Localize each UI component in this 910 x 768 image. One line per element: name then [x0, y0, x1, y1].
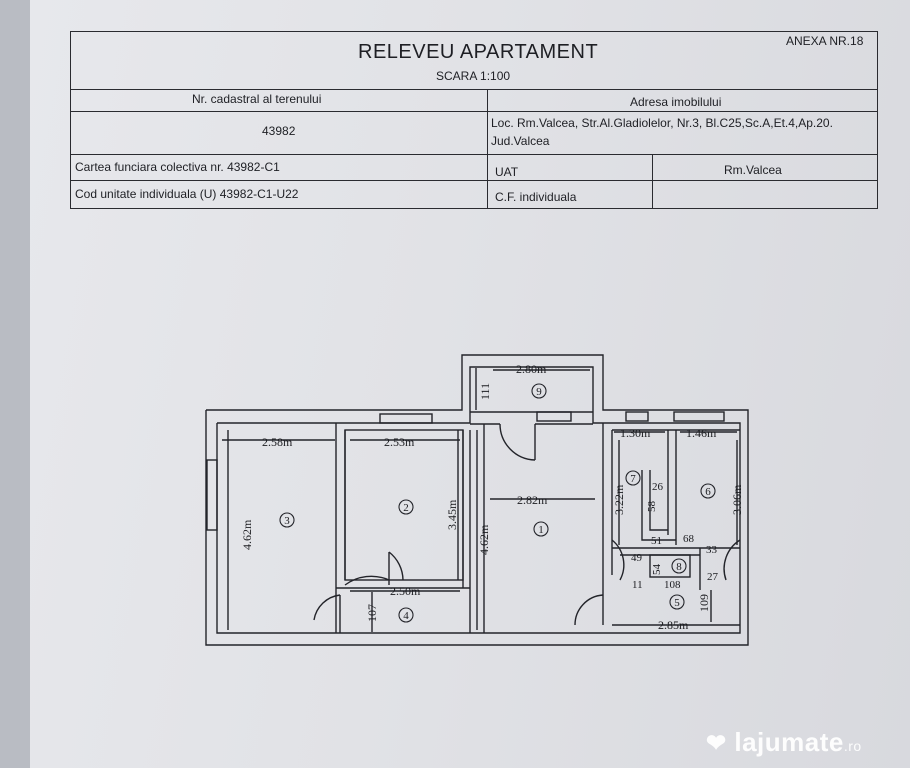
scale-label: SCARA 1:100 [436, 69, 511, 83]
dim-58: 58 [646, 501, 658, 513]
table-row-line [70, 154, 878, 155]
table-border-right [877, 31, 878, 209]
dim-9-width: 2.80m [516, 362, 547, 376]
dim-4-depth: 107 [365, 604, 379, 622]
room-number-8: 8 [676, 561, 682, 573]
dim-3-height: 4.62m [240, 519, 254, 550]
table-row-line [70, 111, 878, 112]
table-row-line [70, 89, 878, 90]
dim-4-width: 2.50m [390, 584, 421, 598]
room-number-5: 5 [674, 597, 680, 609]
uat-value: Rm.Valcea [724, 163, 782, 177]
page-title: RELEVEU APARTAMENT [358, 41, 599, 63]
dim-1-width: 2.82m [517, 493, 548, 507]
room-number-3: 3 [284, 515, 290, 527]
lajumate-watermark: ❤ lajumate.ro [706, 727, 862, 758]
room-number-7: 7 [630, 473, 636, 485]
dim-51: 51 [651, 535, 662, 547]
dim-3-width: 2.58m [262, 435, 293, 449]
table-row-line [70, 180, 878, 181]
dim-7-height: 3.22m [612, 484, 626, 515]
table-border-top [70, 31, 878, 32]
dim-1-height: 4.62m [477, 524, 491, 555]
dim-5-depth: 109 [697, 594, 711, 612]
dim-6-height: 3.06m [730, 484, 744, 515]
address-label: Adresa imobilului [630, 95, 722, 109]
room-number-2: 2 [403, 502, 409, 514]
inner-wall-outline [216, 366, 741, 634]
dim-2-height: 3.45m [445, 499, 459, 530]
dim-26: 26 [652, 481, 664, 493]
watermark-brand: lajumate [734, 727, 844, 757]
outer-wall [205, 354, 749, 646]
cod-unitate: Cod unitate individuala (U) 43982-C1-U22 [75, 187, 299, 201]
heart-logo-icon: ❤ [706, 730, 727, 757]
cf-individuala: C.F. individuala [495, 190, 577, 204]
watermark-tld: .ro [843, 738, 862, 754]
room-number-1: 1 [538, 524, 544, 536]
dim-7-width: 1.30m [620, 426, 651, 440]
dim-6-width: 1.46m [686, 426, 717, 440]
address-line-2: Jud.Valcea [491, 134, 550, 148]
room-number-9: 9 [536, 386, 542, 398]
dim-49: 49 [631, 552, 643, 564]
table-border-bottom [70, 208, 878, 209]
dim-2-width: 2.53m [384, 435, 415, 449]
annex-label: ANEXA NR.18 [786, 34, 864, 48]
uat-label: UAT [495, 165, 519, 179]
dim-54: 54 [651, 564, 663, 576]
dim-33: 33 [706, 544, 718, 556]
address-line-1: Loc. Rm.Valcea, Str.Al.Gladiolelor, Nr.3… [491, 116, 833, 130]
room-number-4: 4 [403, 610, 409, 622]
dim-27: 27 [707, 571, 719, 583]
cf-colectiva: Cartea funciara colectiva nr. 43982-C1 [75, 160, 280, 174]
cadastral-value: 43982 [262, 124, 296, 138]
table-col-divider [487, 89, 488, 208]
room-number-6: 6 [705, 486, 711, 498]
dim-68: 68 [683, 533, 695, 545]
table-col-divider [652, 154, 653, 208]
dim-11: 11 [632, 579, 643, 591]
dim-9-depth: 111 [478, 383, 492, 400]
table-border-left [70, 31, 71, 209]
dim-108: 108 [664, 579, 681, 591]
dim-5-width: 2.85m [658, 618, 689, 632]
cadastral-label: Nr. cadastral al terenului [192, 92, 322, 106]
